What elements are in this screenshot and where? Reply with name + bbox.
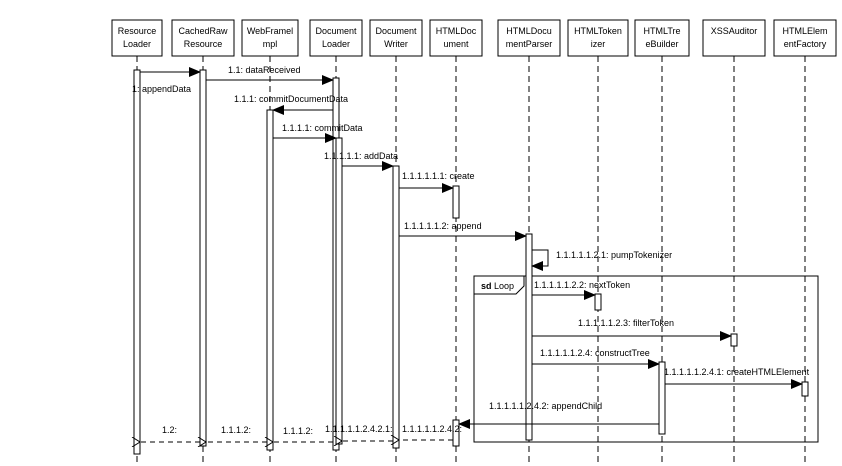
return-label: 1.2: xyxy=(162,425,177,435)
activation-html-document-parser xyxy=(525,233,533,441)
participant-cached-raw-resource: CachedRaw Resource xyxy=(171,19,235,57)
participant-label-line2: mentParser xyxy=(506,39,553,49)
participant-html-document: HTMLDoc ument xyxy=(429,19,483,57)
message-label: 1.1.1.1.1.2.4.1: createHTMLElement xyxy=(664,367,810,377)
loop-frame-label: sd Loop xyxy=(481,281,514,291)
activation-html-document-create xyxy=(452,185,460,219)
participant-label-line2: Resource xyxy=(184,39,223,49)
activation-html-tree-builder xyxy=(658,361,666,435)
message-arrow xyxy=(531,249,549,271)
message-label: 1.1.1.1.1.2.2: nextToken xyxy=(534,280,630,290)
activation-html-tokenizer xyxy=(594,293,602,311)
participant-label-line1: HTMLTre xyxy=(644,26,681,36)
return-label: 1.1.1.1.1.2.4.2: xyxy=(402,424,462,434)
participant-label-line2: Writer xyxy=(384,39,408,49)
message-label: 1.1.1.1.1: addData xyxy=(324,151,398,161)
participant-webframe-impl: WebFramel mpl xyxy=(241,19,299,57)
participant-label-line1: HTMLToken xyxy=(574,26,622,36)
activation-webframe-impl xyxy=(266,109,274,451)
participant-box xyxy=(773,19,837,57)
message-label: 1.1: dataReceived xyxy=(228,65,301,75)
participant-label-line1: HTMLDocu xyxy=(506,26,552,36)
loop-frame-tab xyxy=(474,275,525,295)
return-label: 1.1.1.2: xyxy=(283,426,313,436)
participant-document-writer: Document Writer xyxy=(369,19,423,57)
participant-label-line2: Loader xyxy=(123,39,151,49)
message-pump-tokenizer: 1.1.1.1.1.2.1: pumpTokenizer xyxy=(531,249,672,271)
return-append-child: 1.1.1.1.1.2.4.2: xyxy=(399,424,462,440)
message-filter-token: 1.1.1.1.1.2.3: filterToken xyxy=(532,318,732,341)
message-label: 1.1.1.1.1.2.4: constructTree xyxy=(540,348,650,358)
loop-frame xyxy=(473,275,819,443)
participant-label-line1: HTMLDoc xyxy=(436,26,477,36)
message-append-data: 1: appendData xyxy=(132,67,201,94)
message-create: 1.1.1.1.1.1: create xyxy=(399,171,475,193)
return-label: 1.1.1.2: xyxy=(221,425,251,435)
participant-box xyxy=(111,19,163,57)
participant-label-line2: ument xyxy=(443,39,469,49)
return-nested-3: 1.1.1.2: xyxy=(206,425,267,442)
message-label: 1.1.1.1.1.2.1: pumpTokenizer xyxy=(556,250,672,260)
participant-document-loader: Document Loader xyxy=(309,19,363,57)
message-label: 1.1.1.1.1.2.3: filterToken xyxy=(578,318,674,328)
activation-html-element-factory xyxy=(801,381,809,397)
participant-label-line2: entFactory xyxy=(784,39,827,49)
participant-html-document-parser: HTMLDocu mentParser xyxy=(497,19,561,57)
activation-html-document-append-child xyxy=(452,419,460,447)
message-label: 1.1.1.1: commitData xyxy=(282,123,363,133)
message-add-data: 1.1.1.1.1: addData xyxy=(324,151,398,171)
message-construct-tree: 1.1.1.1.1.2.4: constructTree xyxy=(532,348,660,369)
participant-html-tree-builder: HTMLTre eBuilder xyxy=(634,19,690,57)
activation-document-writer xyxy=(392,165,400,449)
activation-document-loader-nested xyxy=(335,137,343,445)
message-label: 1.1.1.1.1.2.4.2: appendChild xyxy=(489,401,602,411)
message-append-child: 1.1.1.1.1.2.4.2: appendChild xyxy=(458,401,659,429)
return-nested-1: 1.1.1.1.1.2.4.2.1: xyxy=(325,424,393,441)
message-label: 1.1.1.1.1.1: create xyxy=(402,171,475,181)
participant-label-line1: Document xyxy=(315,26,357,36)
participant-label-line2: eBuilder xyxy=(645,39,678,49)
participant-box xyxy=(429,19,483,57)
message-create-html-element: 1.1.1.1.1.2.4.1: createHTMLElement xyxy=(664,367,810,389)
participant-label-line1: XSSAuditor xyxy=(711,26,758,36)
participant-label-line2: Loader xyxy=(322,39,350,49)
participant-box xyxy=(309,19,363,57)
participant-label-line1: HTMLElem xyxy=(782,26,827,36)
return-final: 1.2: xyxy=(140,425,200,442)
participant-label-line1: Resource xyxy=(118,26,157,36)
loop-fragment: sd Loop xyxy=(473,275,819,443)
participant-resource-loader: Resource Loader xyxy=(111,19,163,57)
activation-xss-auditor xyxy=(730,333,738,347)
participant-box xyxy=(702,19,766,57)
participant-label-line1: CachedRaw xyxy=(178,26,228,36)
message-commit-document-data: 1.1.1: commitDocumentData xyxy=(234,94,348,115)
participant-xss-auditor: XSSAuditor xyxy=(702,19,766,57)
participant-box xyxy=(171,19,235,57)
message-append: 1.1.1.1.1.2: append xyxy=(399,221,527,241)
participant-label-line1: Document xyxy=(375,26,417,36)
participant-label-line1: WebFramel xyxy=(247,26,293,36)
message-data-received: 1.1: dataReceived xyxy=(206,65,334,85)
return-label: 1.1.1.1.1.2.4.2.1: xyxy=(325,424,393,434)
return-nested-2: 1.1.1.2: xyxy=(273,426,333,442)
participant-html-element-factory: HTMLElem entFactory xyxy=(773,19,837,57)
message-label: 1: appendData xyxy=(132,84,191,94)
participant-box xyxy=(567,19,629,57)
message-label: 1.1.1: commitDocumentData xyxy=(234,94,348,104)
activation-cached-raw-resource xyxy=(199,69,207,447)
participant-label-line2: izer xyxy=(591,39,606,49)
message-next-token: 1.1.1.1.1.2.2: nextToken xyxy=(532,280,630,300)
participant-html-tokenizer: HTMLToken izer xyxy=(567,19,629,57)
participant-label-line2: mpl xyxy=(263,39,278,49)
activation-resource-loader xyxy=(133,69,141,455)
message-commit-data: 1.1.1.1: commitData xyxy=(273,123,363,143)
message-label: 1.1.1.1.1.2: append xyxy=(404,221,482,231)
